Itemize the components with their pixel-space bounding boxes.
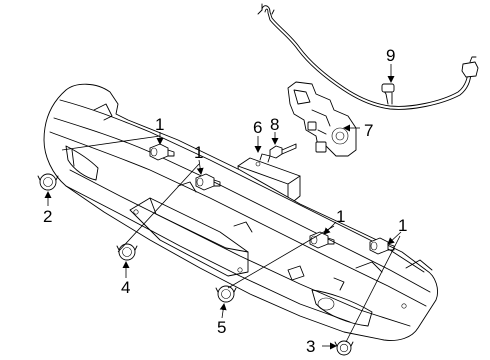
- callout-labels: 1 1 1 1 2 3 4 5 6 7 8 9: [43, 46, 407, 356]
- callout-1-center-right: 1: [336, 207, 345, 226]
- callout-2: 2: [43, 207, 52, 226]
- bumper-cover: [43, 83, 438, 341]
- retainer-2: [37, 173, 59, 191]
- mounting-bracket: [287, 81, 357, 157]
- callout-6: 6: [253, 118, 262, 137]
- callout-7: 7: [364, 121, 373, 140]
- leader-lines: [44, 64, 402, 350]
- retainer-4: [116, 243, 138, 261]
- callout-4: 4: [121, 278, 130, 297]
- callout-1-center-left: 1: [194, 143, 203, 162]
- callout-8: 8: [270, 115, 279, 134]
- retainer-5: [215, 285, 237, 303]
- sensor-center-right: [309, 231, 335, 249]
- retainer-3: [334, 340, 354, 356]
- bolt: [269, 143, 297, 159]
- wiring-harness: [257, 3, 479, 110]
- sensor-center-left: [195, 173, 221, 191]
- sensor-right: [369, 237, 395, 255]
- callout-9: 9: [386, 46, 395, 65]
- callout-1-right: 1: [398, 216, 407, 235]
- callout-1-upper-left: 1: [155, 115, 164, 134]
- callout-3: 3: [306, 337, 315, 356]
- control-module: [237, 153, 301, 209]
- callout-5: 5: [217, 318, 226, 337]
